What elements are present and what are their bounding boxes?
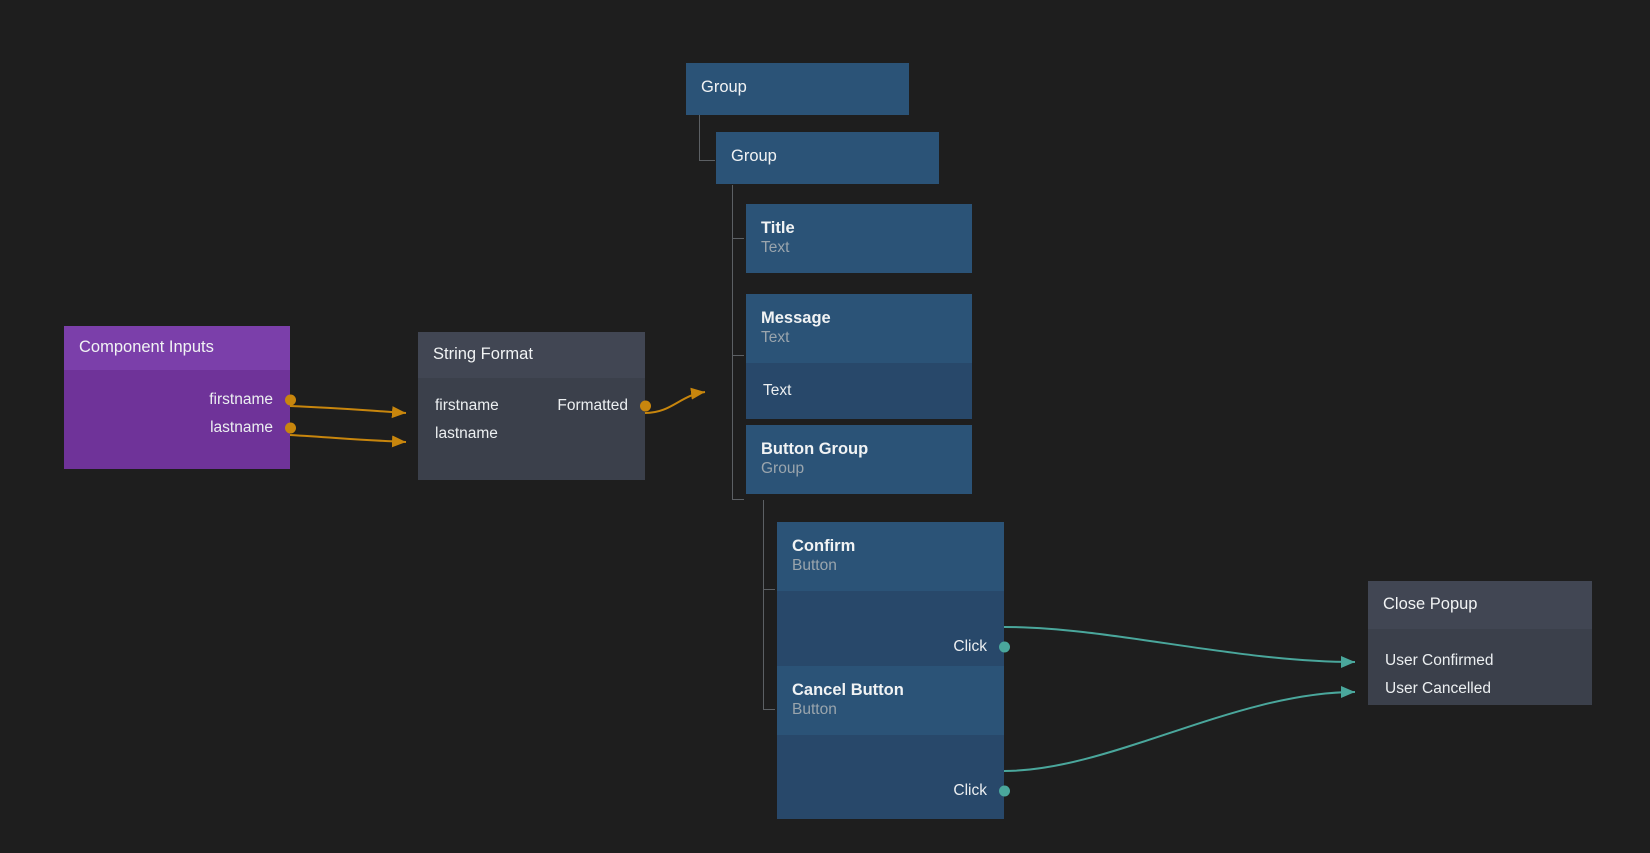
input-port-label-firstname: firstname: [435, 397, 499, 414]
node-header: Confirm Button: [777, 522, 1004, 591]
node-subtitle: Button: [792, 557, 837, 574]
port-label: firstname: [209, 391, 273, 408]
edge-formatted-to-message-text: [644, 387, 706, 414]
node-message-element[interactable]: Message Text Text: [746, 294, 972, 419]
output-port-click[interactable]: Click: [777, 633, 1010, 661]
node-title: Component Inputs: [79, 338, 214, 356]
node-body: Click: [777, 735, 1010, 819]
tree-connector-tick-confirm: [763, 589, 775, 590]
edge-confirm-click-to-user-confirmed: [1003, 626, 1356, 668]
port-row-firstname-formatted[interactable]: firstname Formatted: [418, 392, 651, 420]
output-port-click[interactable]: Click: [777, 777, 1010, 805]
node-title: Confirm: [792, 537, 856, 555]
port-label: User Confirmed: [1385, 652, 1494, 669]
node-header: Component Inputs: [64, 326, 290, 370]
node-group-outer[interactable]: Group: [686, 63, 909, 115]
node-title: Group: [731, 147, 777, 165]
port-dot-firstname[interactable]: [284, 394, 296, 406]
node-button-group[interactable]: Button Group Group: [746, 425, 972, 494]
tree-connector-tick-button-group: [732, 499, 744, 500]
node-title: Group: [701, 78, 747, 96]
node-group-inner[interactable]: Group: [716, 132, 939, 184]
node-header: String Format: [418, 332, 645, 378]
node-cancel-button[interactable]: Cancel Button Button Click: [777, 666, 1010, 819]
input-port-text[interactable]: Text: [746, 377, 972, 405]
edge-lastname: [289, 434, 407, 448]
port-label: Click: [953, 782, 987, 799]
node-header: Message Text: [746, 294, 972, 363]
port-dot-click[interactable]: [998, 641, 1010, 653]
input-port-label-lastname: lastname: [435, 425, 498, 442]
port-row-lastname[interactable]: lastname: [418, 420, 645, 448]
port-label: Text: [763, 382, 792, 399]
node-component-inputs[interactable]: Component Inputs firstname lastname: [64, 326, 296, 469]
node-header: Group: [716, 132, 939, 184]
output-port-label-formatted: Formatted: [557, 397, 628, 414]
node-string-format[interactable]: String Format firstname Formatted lastna…: [418, 332, 651, 480]
node-body: User Confirmed User Cancelled: [1368, 629, 1592, 705]
node-close-popup[interactable]: Close Popup User Confirmed User Cancelle…: [1368, 581, 1592, 705]
port-dot-lastname[interactable]: [284, 422, 296, 434]
node-subtitle: Text: [761, 239, 790, 256]
node-confirm-button[interactable]: Confirm Button Click: [777, 522, 1010, 675]
tree-connector-tick-cancel: [763, 709, 775, 710]
node-title: Close Popup: [1383, 595, 1478, 613]
port-dot-formatted[interactable]: [639, 400, 651, 412]
port-label: lastname: [210, 419, 273, 436]
node-body: Click: [777, 591, 1010, 675]
output-port-lastname[interactable]: lastname: [64, 414, 296, 442]
node-title-element[interactable]: Title Text: [746, 204, 972, 273]
output-port-firstname[interactable]: firstname: [64, 386, 296, 414]
tree-connector-vertical-outer: [699, 115, 700, 161]
port-label: Click: [953, 638, 987, 655]
node-header: Close Popup: [1368, 581, 1592, 629]
node-title: Message: [761, 309, 831, 327]
node-header: Title Text: [746, 204, 972, 273]
node-body: firstname Formatted lastname: [418, 378, 651, 480]
node-title: String Format: [433, 345, 533, 363]
node-title: Title: [761, 219, 795, 237]
node-title: Cancel Button: [792, 681, 904, 699]
node-body: Text: [746, 363, 972, 419]
port-dot-click[interactable]: [998, 785, 1010, 797]
node-title: Button Group: [761, 440, 869, 458]
node-body: firstname lastname: [64, 370, 296, 469]
input-port-user-confirmed[interactable]: User Confirmed: [1368, 647, 1592, 675]
node-header: Button Group Group: [746, 425, 972, 494]
node-subtitle: Group: [761, 460, 805, 477]
port-label: User Cancelled: [1385, 680, 1491, 697]
node-subtitle: Button: [792, 701, 837, 718]
edge-cancel-click-to-user-cancelled: [1003, 686, 1356, 772]
edge-firstname: [289, 405, 407, 419]
node-header: Cancel Button Button: [777, 666, 1004, 735]
node-header: Group: [686, 63, 909, 115]
tree-connector-tick-title: [732, 238, 744, 239]
input-port-user-cancelled[interactable]: User Cancelled: [1368, 675, 1592, 703]
tree-connector-horizontal-outer: [699, 160, 715, 161]
tree-connector-tick-message: [732, 355, 744, 356]
tree-connector-vertical-buttons: [763, 500, 764, 710]
tree-connector-vertical-inner: [732, 185, 733, 500]
node-subtitle: Text: [761, 329, 790, 346]
